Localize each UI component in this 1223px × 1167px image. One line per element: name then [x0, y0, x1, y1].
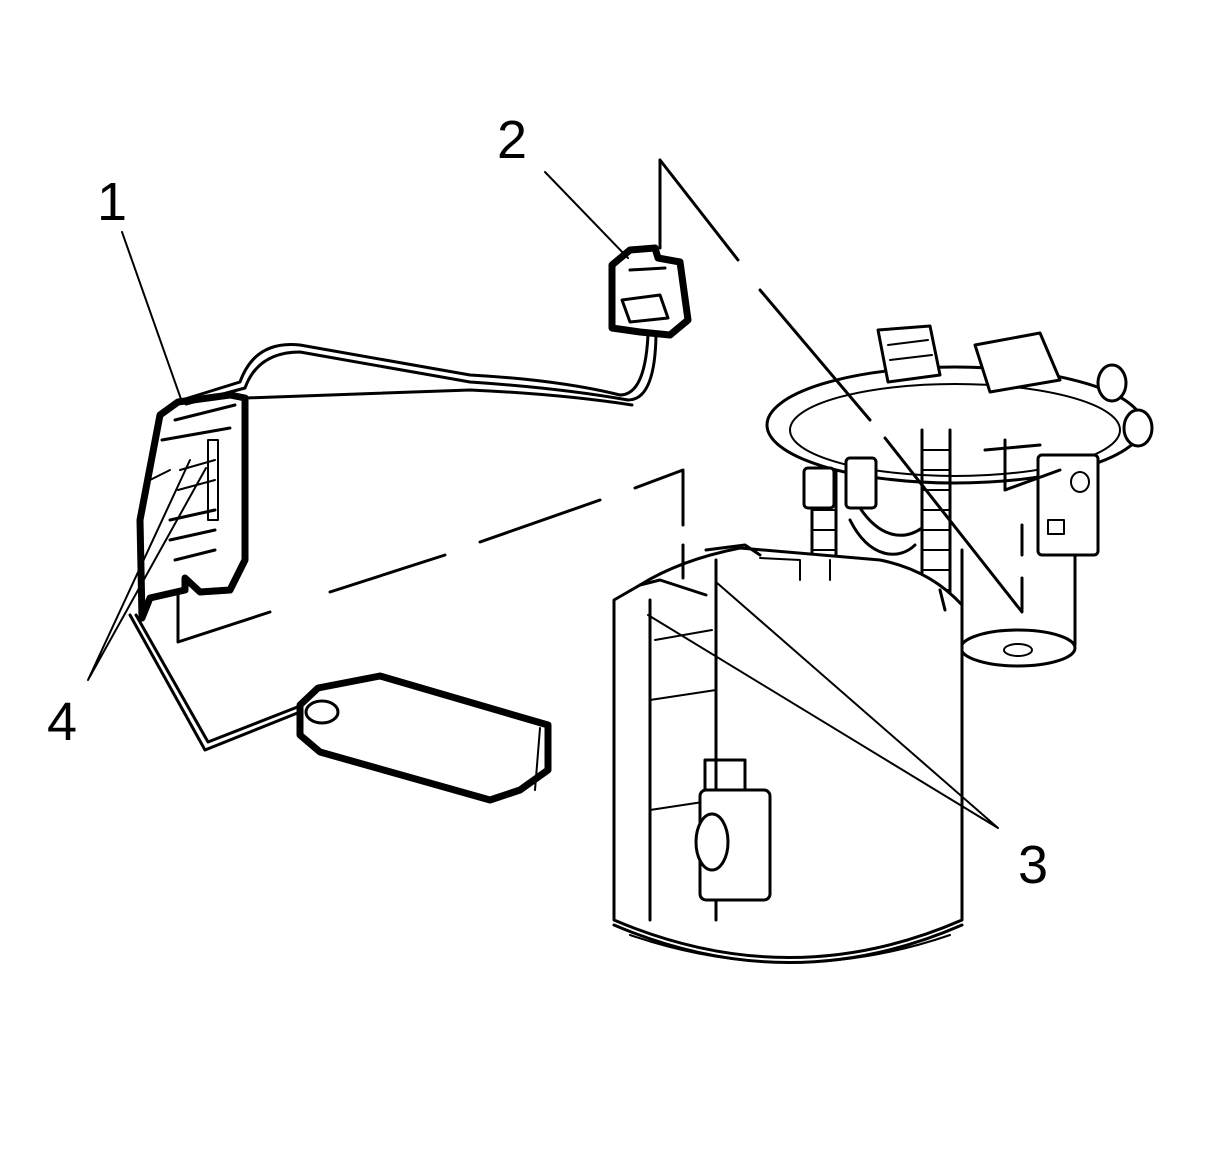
- electrical-connector: [608, 244, 692, 339]
- assembly-guide-lines: [176, 158, 1024, 644]
- leader-3: [647, 581, 999, 829]
- callout-1: 1: [97, 172, 128, 232]
- fuel-level-sensor: [136, 391, 249, 622]
- fuel-reservoir: [612, 543, 964, 964]
- callout-4: 4: [47, 692, 78, 752]
- leader-2: [544, 171, 629, 259]
- fuel-float: [296, 672, 552, 804]
- wiring-harness: [180, 333, 658, 407]
- callout-3: 3: [1018, 835, 1049, 895]
- callout-leaders: [87, 171, 999, 829]
- float-arm: [128, 613, 302, 752]
- leader-4: [87, 459, 207, 681]
- leader-1: [121, 231, 183, 403]
- callout-2: 2: [497, 110, 528, 170]
